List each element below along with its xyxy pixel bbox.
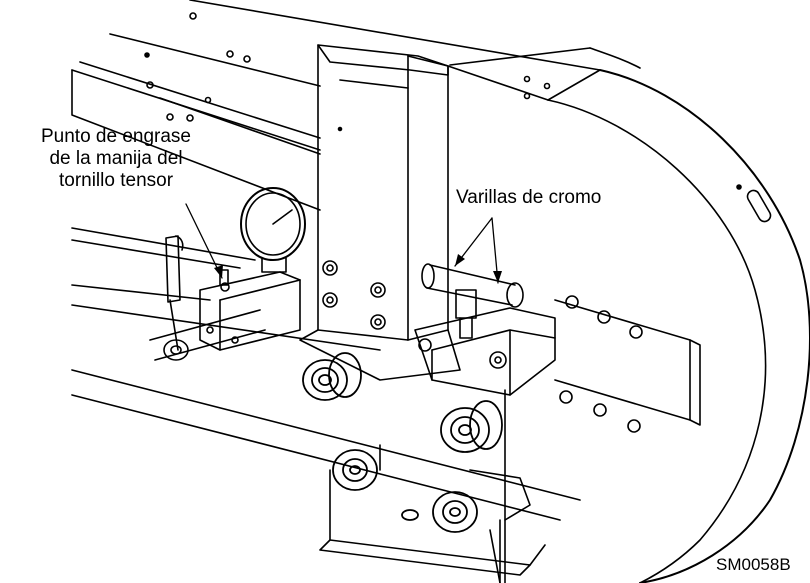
- leader-lines: [185, 203, 499, 284]
- chrome-rods-assembly: [414, 263, 701, 433]
- frame-housing: [71, 0, 810, 583]
- lower-rail: [71, 369, 581, 583]
- chrome-rods-callout: Varillas de cromo: [456, 187, 602, 208]
- grease-point-line-2: de la manija del: [49, 148, 183, 169]
- vertical-bracket: [299, 44, 461, 381]
- arrowheads: [214, 254, 502, 283]
- grease-point-line-1: Punto de engrase: [40, 126, 191, 147]
- rollers: [302, 352, 503, 533]
- pressure-gauge: [240, 187, 306, 273]
- tension-handle: [149, 235, 301, 361]
- grease-point-line-3: tornillo tensor: [58, 170, 174, 191]
- grease-point-callout: Punto de engrase de la manija del tornil…: [6, 126, 226, 192]
- figure-code: SM0058B: [716, 555, 791, 574]
